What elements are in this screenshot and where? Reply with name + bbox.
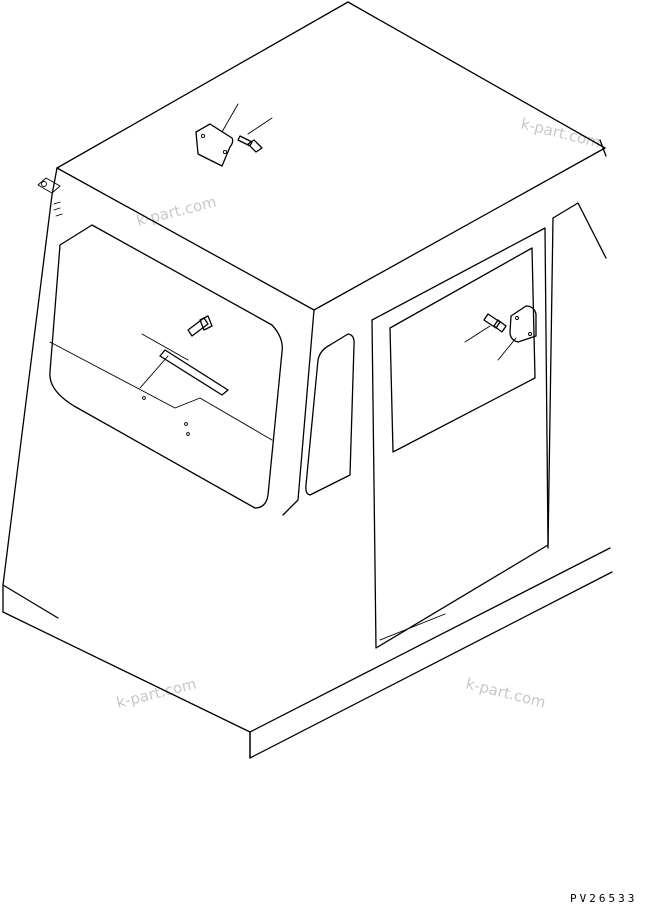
side-window	[305, 333, 355, 496]
door-plate	[497, 305, 537, 361]
latch-bracket	[37, 177, 61, 194]
roof-plate-leader	[221, 103, 239, 133]
plate-hole	[222, 149, 228, 155]
front-window-sill	[49, 341, 273, 441]
front-corner-upper	[282, 309, 315, 516]
bolt-icon	[237, 135, 253, 147]
square-plate-icon	[195, 123, 234, 167]
roof-bolt-leader	[247, 117, 273, 135]
plate-hole	[515, 316, 519, 320]
latch-pin	[41, 181, 47, 187]
roof-bolt	[237, 117, 273, 153]
door-plate-leader	[497, 337, 517, 361]
watermark-4: k-part.com	[464, 674, 548, 711]
screw-hole	[186, 432, 190, 436]
latch-marks	[53, 201, 63, 217]
plate-hole	[200, 133, 206, 139]
bolt-icon	[187, 317, 209, 337]
watermark-2: k-part.com	[135, 193, 219, 230]
front-window	[49, 224, 283, 509]
base-left-skirt	[2, 584, 251, 759]
rear-right-post	[547, 217, 554, 549]
front-window-parts	[139, 315, 229, 436]
screw-hole	[184, 422, 188, 426]
watermark-3: k-part.com	[115, 675, 199, 712]
base-right-skirt	[249, 547, 611, 733]
roof-plate	[195, 103, 239, 167]
bolt-leader	[141, 333, 189, 361]
plate-hole	[528, 332, 532, 336]
square-plate-icon	[509, 305, 537, 343]
bolt-head	[199, 315, 213, 331]
side-window-frame	[305, 333, 355, 496]
door-outline	[371, 227, 549, 649]
watermarks: k-part.com k-part.com k-part.com k-part.…	[115, 114, 603, 711]
base-left-top	[2, 584, 59, 619]
door-bolt-leader	[464, 325, 491, 343]
roof-corner-tick	[599, 139, 607, 157]
drawing-code: PV26533	[570, 892, 637, 905]
bolt-head	[493, 319, 507, 333]
rear-right-frame	[552, 202, 607, 259]
front-window-frame	[49, 224, 283, 509]
door-bolt	[464, 313, 507, 343]
watermark-1: k-part.com	[519, 114, 603, 151]
cab-body	[2, 1, 613, 759]
door-window	[389, 247, 536, 453]
screw-hole	[142, 396, 146, 400]
left-rear-edge	[2, 167, 58, 586]
bolt-head	[247, 139, 263, 153]
door	[371, 227, 549, 649]
roof-back-edges	[56, 1, 606, 169]
wiper-leader	[139, 355, 169, 389]
base-right-bottom	[249, 571, 613, 759]
blade-icon	[159, 349, 229, 396]
door-bottom-trim	[379, 613, 446, 641]
rear-latch	[37, 177, 63, 217]
